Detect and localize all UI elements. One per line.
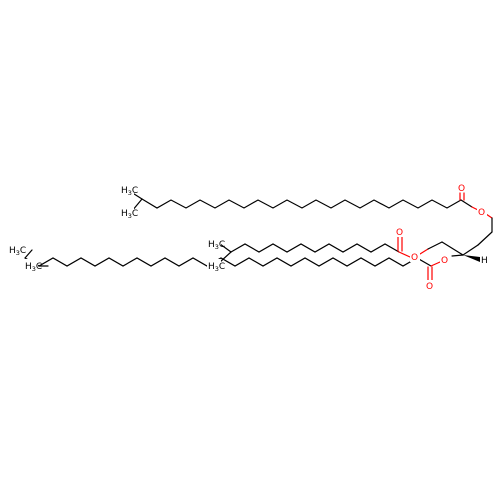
- svg-text:O: O: [426, 282, 433, 292]
- middle-chain-branch-down: [219, 251, 232, 263]
- middle-ester-bond-b: [419, 248, 429, 255]
- methyl-label-4: H3C: [207, 259, 225, 273]
- middle-acyl-chain: [219, 231, 493, 263]
- top-acyl-chain: [130, 191, 493, 233]
- svg-text:O: O: [478, 208, 485, 218]
- svg-text:O: O: [441, 256, 448, 266]
- stereo-wedge-bond: [463, 255, 480, 262]
- top-ester-bond-a: [460, 199, 473, 208]
- middle-ester-bond-a: [398, 251, 411, 258]
- bottom-acyl-chain: [24, 249, 464, 281]
- svg-text:H3C: H3C: [9, 246, 26, 257]
- oxygen-ester-top: O: [477, 206, 487, 218]
- glycerol-bond-3: [477, 231, 493, 246]
- svg-text:H: H: [481, 256, 488, 266]
- middle-chain-branch-up: [219, 243, 232, 253]
- middle-ester-bond-c: [427, 241, 443, 250]
- svg-text:O: O: [458, 184, 465, 194]
- bottom-ester-bond-a: [430, 261, 441, 267]
- svg-text:O: O: [411, 253, 418, 263]
- methyl-label-2: H3C: [120, 206, 138, 220]
- oxygen-carbonyl-middle: O: [395, 226, 405, 238]
- hydrogen-label: H: [481, 256, 488, 266]
- svg-text:H3C: H3C: [121, 186, 138, 197]
- oxygen-ester-middle: O: [410, 251, 420, 263]
- oxygen-carbonyl-top: O: [458, 184, 465, 194]
- methyl-label-5: H3C: [8, 243, 26, 257]
- middle-chain-backbone: [230, 243, 400, 253]
- methyl-label-3: H3C: [207, 237, 225, 251]
- oxygen-ester-bottom: O: [440, 254, 450, 266]
- svg-text:H3C: H3C: [208, 240, 225, 251]
- bottom-chain-backbone: [24, 257, 432, 267]
- top-chain-backbone: [141, 198, 462, 209]
- svg-text:H3C: H3C: [208, 262, 225, 273]
- glycerol-bond-2: [462, 244, 479, 256]
- glycerol-bond-1: [441, 241, 464, 256]
- svg-text:H3C: H3C: [25, 262, 42, 273]
- methyl-label-6: H3C: [24, 259, 42, 273]
- bottom-chain-ethyl: [24, 249, 33, 259]
- svg-text:O: O: [396, 228, 403, 238]
- svg-text:H3C: H3C: [121, 209, 138, 220]
- bottom-ester-bond-b: [451, 254, 464, 257]
- methyl-label-1: H3C: [120, 183, 138, 197]
- oxygen-carbonyl-bottom: O: [425, 280, 435, 292]
